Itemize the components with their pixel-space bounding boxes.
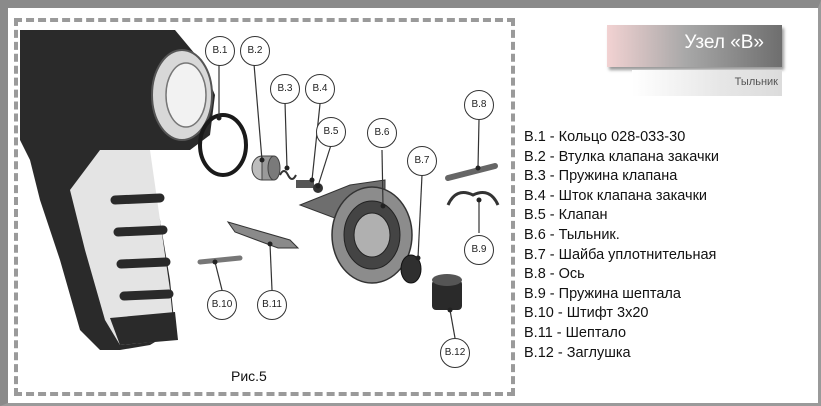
drawing-dashed-border — [14, 18, 515, 396]
spring-b9-part — [446, 191, 500, 206]
list-item: В.3 - Пружина клапана — [524, 168, 678, 185]
list-item: В.2 - Втулка клапана закачки — [524, 148, 719, 165]
back-plate-b6-part — [298, 179, 413, 284]
title-banner: Узел «В» — [607, 25, 782, 67]
title: Узел «В» — [684, 32, 764, 53]
sear-b11-part — [226, 221, 300, 249]
callout-b8: B.8 — [464, 90, 494, 120]
figure-caption: Рис.5 — [231, 368, 267, 384]
list-item: В.10 - Штифт 3х20 — [524, 305, 649, 322]
spring-b3-part — [279, 170, 297, 180]
list-item: В.12 - Заглушка — [524, 344, 631, 361]
callout-b10: B.10 — [207, 290, 237, 320]
callout-b11: B.11 — [257, 290, 287, 320]
callout-b12: B.12 — [440, 338, 470, 368]
list-item: В.4 - Шток клапана закачки — [524, 187, 708, 204]
list-item: В.8 - Ось — [524, 266, 585, 283]
leader-lines — [214, 62, 480, 339]
pistol-body — [20, 30, 215, 350]
pin-b10-part — [197, 255, 243, 265]
callout-b5: B.5 — [316, 117, 346, 147]
leader-dots — [212, 115, 482, 313]
subtitle: Тыльник — [734, 76, 778, 88]
callout-b9: B.9 — [464, 235, 494, 265]
plug-b12-part — [432, 274, 462, 310]
list-item: В.1 - Кольцо 028-033-30 — [524, 129, 686, 145]
list-item: В.11 - Шептало — [524, 324, 627, 341]
axle-b8-part — [445, 163, 498, 181]
washer-b7-part — [400, 254, 422, 284]
list-item: В.7 - Шайба уплотнительная — [524, 246, 717, 263]
parts-list: В.1 - Кольцо 028-033-30 В.2 - Втулка кла… — [524, 128, 719, 363]
callout-b4: B.4 — [305, 74, 335, 104]
list-item: В.5 - Клапан — [524, 207, 608, 224]
rod-b4-part — [296, 180, 314, 188]
list-item: В.6 - Тыльник. — [524, 226, 620, 243]
sleeve-b2-part — [251, 155, 281, 181]
callout-b1: B.1 — [205, 36, 235, 66]
ring-b1-part — [198, 113, 248, 177]
callout-b6: B.6 — [367, 118, 397, 148]
list-item: В.9 - Пружина шептала — [524, 285, 681, 302]
callout-b3: B.3 — [270, 74, 300, 104]
callout-b2: B.2 — [240, 36, 270, 66]
callout-b7: B.7 — [407, 146, 437, 176]
subtitle-banner: Тыльник — [632, 70, 782, 96]
